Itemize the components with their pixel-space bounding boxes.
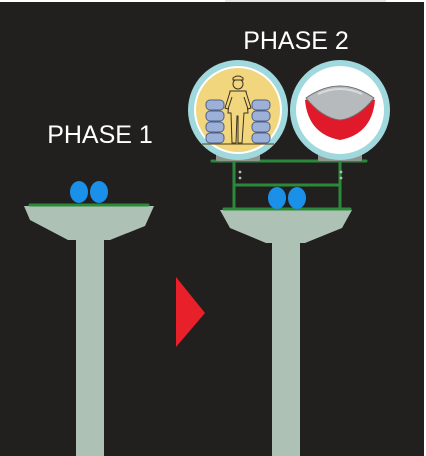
drum-segment: [205, 99, 225, 111]
drum-icon: [251, 99, 271, 144]
pipe-circle: [288, 187, 306, 209]
drum-segment: [251, 121, 271, 133]
pipe-circle: [268, 187, 286, 209]
drum-icon: [205, 99, 225, 144]
bolt: [339, 170, 343, 174]
worker-arm-left: [224, 91, 233, 110]
bolt: [238, 176, 242, 180]
drum-segment: [251, 99, 271, 111]
drum-segment: [205, 132, 225, 144]
phase-2-pier: [220, 210, 352, 456]
phase-2-label: PHASE 2: [243, 27, 349, 55]
drum-segment: [205, 121, 225, 133]
pipe-circle: [90, 181, 108, 203]
worker-arm-right: [243, 91, 252, 110]
arrow-right-icon: [176, 277, 205, 347]
pipe-circle: [70, 181, 88, 203]
pipe-interior-surface: [305, 85, 375, 121]
bolt: [238, 170, 242, 174]
phase-1-group: PHASE 1: [24, 121, 154, 456]
pier-cap: [220, 210, 352, 243]
pier-column: [76, 238, 104, 456]
phase-1-pipes: [70, 181, 108, 203]
drum-segment: [251, 110, 271, 122]
pipe-cross-section-icon: [290, 60, 390, 160]
pipe-highlight: [317, 88, 363, 95]
phase-2-group: PHASE 2: [188, 27, 390, 456]
phase-2-pipes: [268, 187, 306, 209]
drum-segment: [205, 110, 225, 122]
worker-helmet: [232, 75, 244, 81]
tunnel-with-worker: [188, 60, 288, 160]
pier-cap: [24, 206, 154, 240]
drum-segment: [251, 132, 271, 144]
worker-body: [227, 90, 249, 144]
phase-1-pier: [24, 206, 154, 456]
worker-figure-icon: [224, 75, 252, 144]
pier-column: [272, 240, 300, 456]
phase-1-label: PHASE 1: [47, 121, 153, 149]
bolt: [339, 176, 343, 180]
